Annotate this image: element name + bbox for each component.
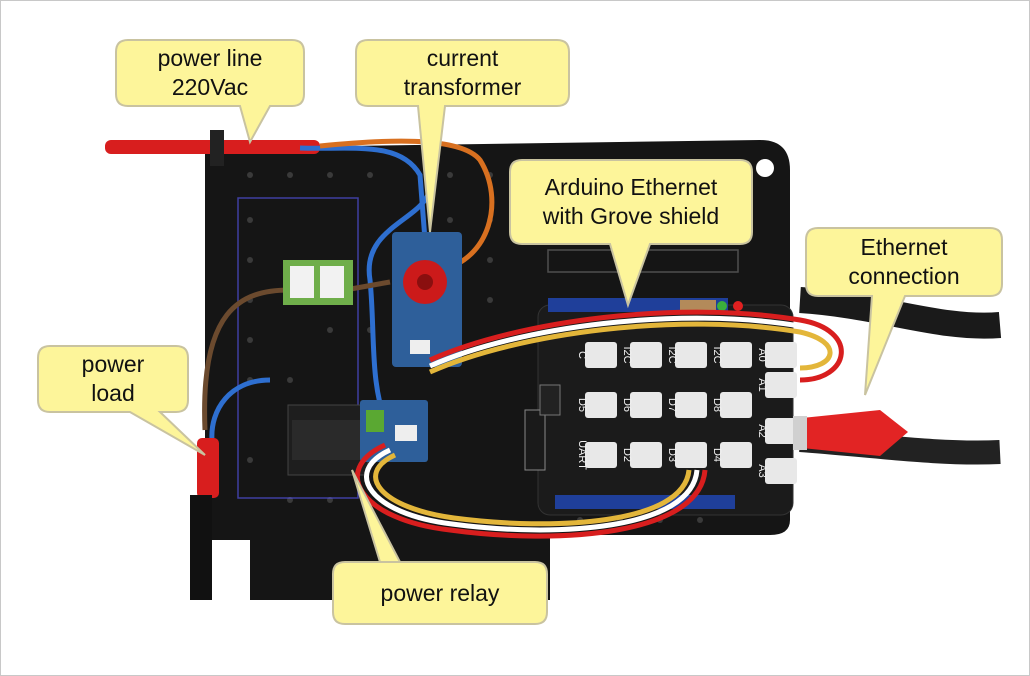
grove-port xyxy=(765,342,797,368)
orange-wire xyxy=(319,138,495,273)
led-green xyxy=(717,301,727,311)
callout-power-line-text: power line 220Vac xyxy=(157,45,263,100)
grove-cable-red-2 xyxy=(354,442,708,539)
callout-power-load xyxy=(37,345,206,456)
callout-arduino xyxy=(509,159,753,309)
grove-port xyxy=(630,392,662,418)
callout-ethernet xyxy=(805,227,1003,396)
port-label: A2 xyxy=(756,424,768,437)
power-load-sleeve xyxy=(197,438,219,498)
grove-port xyxy=(720,442,752,468)
grove-port xyxy=(720,392,752,418)
grove-cable-red-1 xyxy=(428,309,844,383)
port-label: D8 xyxy=(711,398,723,412)
port-label: I2C xyxy=(711,346,723,363)
isp-header xyxy=(524,409,546,471)
ethernet-cable xyxy=(799,287,1002,339)
callout-current-transformer-text: current transformer xyxy=(403,45,522,100)
cable-clamp xyxy=(210,130,224,166)
grove-port xyxy=(675,342,707,368)
grove-port xyxy=(630,342,662,368)
port-label: D7 xyxy=(666,398,678,412)
port-label: A0 xyxy=(756,348,768,361)
brown-wire xyxy=(202,287,291,431)
ethernet-plug xyxy=(802,410,908,456)
led-red xyxy=(733,301,743,311)
grove-port xyxy=(765,418,797,444)
blue-wire-mid xyxy=(366,174,434,421)
board-mount-hole xyxy=(756,159,774,177)
port-label: D2 xyxy=(621,448,633,462)
port-label: A1 xyxy=(756,378,768,391)
board-outline-left xyxy=(237,197,359,499)
blue-wire-load xyxy=(209,377,271,441)
grove-port xyxy=(585,342,617,368)
port-label: D4 xyxy=(711,448,723,462)
port-label: UART xyxy=(576,440,588,470)
grove-port xyxy=(585,442,617,468)
grove-port xyxy=(765,372,797,398)
port-label: D6 xyxy=(621,398,633,412)
grove-port xyxy=(585,392,617,418)
port-label: C xyxy=(576,351,588,359)
grove-port xyxy=(675,392,707,418)
callout-arduino-text: Arduino Ethernet with Grove shield xyxy=(542,174,720,229)
callout-power-relay-text: power relay xyxy=(380,579,500,606)
callout-power-load-text: power load xyxy=(81,351,145,406)
callout-ethernet-text: Ethernet connection xyxy=(848,234,960,289)
callout-power-line xyxy=(115,39,305,145)
port-label: I2C xyxy=(621,346,633,363)
callout-layer xyxy=(37,39,1003,625)
shield-header-bottom xyxy=(555,495,735,509)
grove-port xyxy=(630,442,662,468)
grove-port xyxy=(720,342,752,368)
blue-wire-top xyxy=(299,145,428,241)
port-label: I2C xyxy=(666,346,678,363)
grove-port xyxy=(675,442,707,468)
grove-port xyxy=(765,458,797,484)
power-load-cable xyxy=(190,495,212,600)
callout-current-transformer xyxy=(355,39,570,233)
port-label: A3 xyxy=(756,464,768,477)
port-label: D5 xyxy=(576,398,588,412)
port-label: D3 xyxy=(666,448,678,462)
callout-power-relay xyxy=(332,469,548,625)
